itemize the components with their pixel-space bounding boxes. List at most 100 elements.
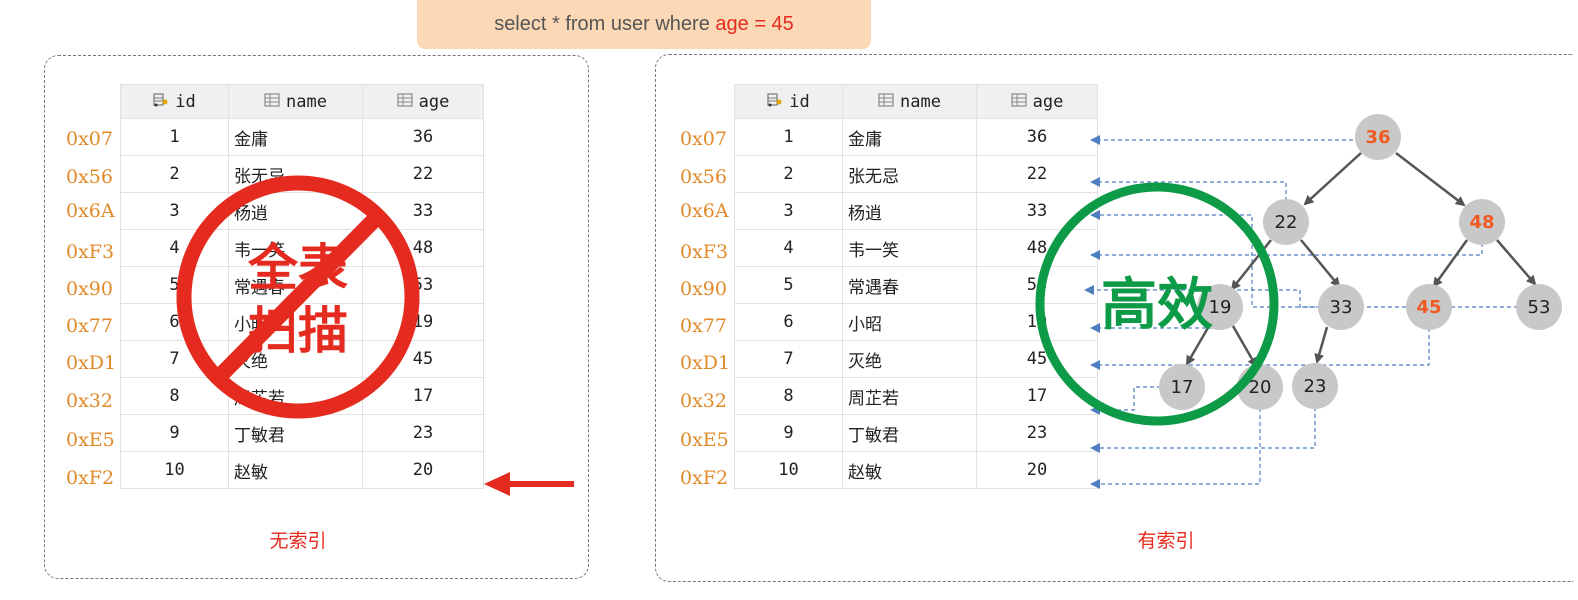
no-index-panel (44, 55, 589, 579)
cell-age: 48 (976, 229, 1098, 267)
left-address-2: 0x6A (66, 200, 115, 222)
cell-id: 2 (120, 155, 229, 193)
cell-name: 韦一笑 (842, 229, 977, 267)
right-address-1: 0x56 (680, 166, 727, 188)
tree-node-circle (1406, 284, 1452, 330)
column-header-label: id (175, 91, 196, 112)
cell-name: 丁敏君 (228, 414, 363, 452)
tree-edges (1185, 152, 1537, 368)
with-index-label: 有索引 (1137, 530, 1195, 552)
tree-node-label: 53 (1528, 297, 1551, 318)
column-header-label: name (286, 91, 327, 112)
cell-age: 22 (362, 155, 484, 193)
column-header-age[interactable]: age (976, 84, 1098, 119)
cell-age: 20 (976, 451, 1098, 489)
cell-name: 常遇春 (842, 266, 977, 304)
primary-key-icon (767, 92, 783, 112)
tree-node-label: 22 (1275, 212, 1298, 233)
right-address-4: 0x90 (680, 278, 727, 300)
column-header-name[interactable]: name (228, 84, 363, 119)
primary-key-icon (153, 92, 169, 112)
cell-id: 6 (734, 303, 843, 341)
no-index-label: 无索引 (269, 530, 327, 552)
cell-age: 33 (976, 192, 1098, 230)
tree-node-circle (1263, 199, 1309, 245)
cell-name: 丁敏君 (842, 414, 977, 452)
tree-node-label: 17 (1171, 377, 1194, 398)
tree-node-17: 17 (1159, 364, 1205, 410)
cell-name: 杨逍 (842, 192, 977, 230)
tree-node-23: 23 (1292, 363, 1338, 409)
efficient-circle (1035, 182, 1279, 426)
tree-node-48: 48 (1459, 199, 1505, 245)
left-address-9: 0xF2 (66, 467, 115, 489)
tree-node-33: 33 (1318, 284, 1364, 330)
efficient-stamp: 高效 (1035, 182, 1279, 426)
right-address-6: 0xD1 (680, 352, 731, 374)
tree-node-label: 45 (1416, 297, 1441, 318)
left-address-4: 0x90 (66, 278, 113, 300)
sql-query-banner: select * from user where age = 45 (417, 0, 871, 49)
column-header-label: age (1032, 91, 1064, 112)
column-icon (397, 92, 413, 112)
right-address-9: 0xF2 (680, 467, 729, 489)
sql-text: select * from user where (494, 13, 716, 35)
table-header: id name age (734, 84, 1098, 119)
right-address-2: 0x6A (680, 200, 729, 222)
column-icon (264, 92, 280, 112)
column-header-label: age (418, 91, 450, 112)
cell-name: 常遇春 (228, 266, 363, 304)
left-address-1: 0x56 (66, 166, 113, 188)
right-address-8: 0xE5 (680, 429, 729, 451)
left-address-6: 0xD1 (66, 352, 117, 374)
right-address-0: 0x07 (680, 128, 727, 150)
left-address-3: 0xF3 (66, 241, 115, 263)
cell-id: 1 (734, 118, 843, 156)
cell-age: 45 (976, 340, 1098, 378)
cell-id: 5 (120, 266, 229, 304)
tree-node-circle (1159, 364, 1205, 410)
stamp-text-line2: 扫描 (248, 302, 348, 360)
tree-node-circle (1516, 284, 1562, 330)
tree-node-label: 23 (1304, 376, 1327, 397)
left-address-5: 0x77 (66, 315, 113, 337)
tree-node-36: 36 (1355, 114, 1401, 160)
stamp-text-line1: 全表 (247, 239, 348, 297)
cell-name: 灭绝 (842, 340, 977, 378)
tree-node-circle (1318, 284, 1364, 330)
column-header-age[interactable]: age (362, 84, 484, 119)
column-header-id[interactable]: id (120, 84, 229, 119)
column-header-id[interactable]: id (734, 84, 843, 119)
tree-node-label: 20 (1249, 377, 1272, 398)
cell-name: 金庸 (228, 118, 363, 156)
column-header-name[interactable]: name (842, 84, 977, 119)
cell-age: 23 (362, 414, 484, 452)
cell-age: 23 (976, 414, 1098, 452)
column-icon (878, 92, 894, 112)
tree-node-53: 53 (1516, 284, 1562, 330)
forbidden-circle (176, 175, 420, 419)
right-address-3: 0xF3 (680, 241, 729, 263)
row-pointer-arrow (484, 472, 574, 496)
tree-node-label: 48 (1469, 212, 1494, 233)
with-index-panel (655, 54, 1573, 582)
tree-node-label: 36 (1365, 127, 1390, 148)
column-header-label: id (789, 91, 810, 112)
tree-node-label: 33 (1330, 297, 1353, 318)
right-address-7: 0x32 (680, 390, 727, 412)
stamp-text-efficient: 高效 (1101, 273, 1213, 338)
right-address-5: 0x77 (680, 315, 727, 337)
left-address-8: 0xE5 (66, 429, 115, 451)
cell-age: 53 (362, 266, 484, 304)
tree-node-circle (1292, 363, 1338, 409)
